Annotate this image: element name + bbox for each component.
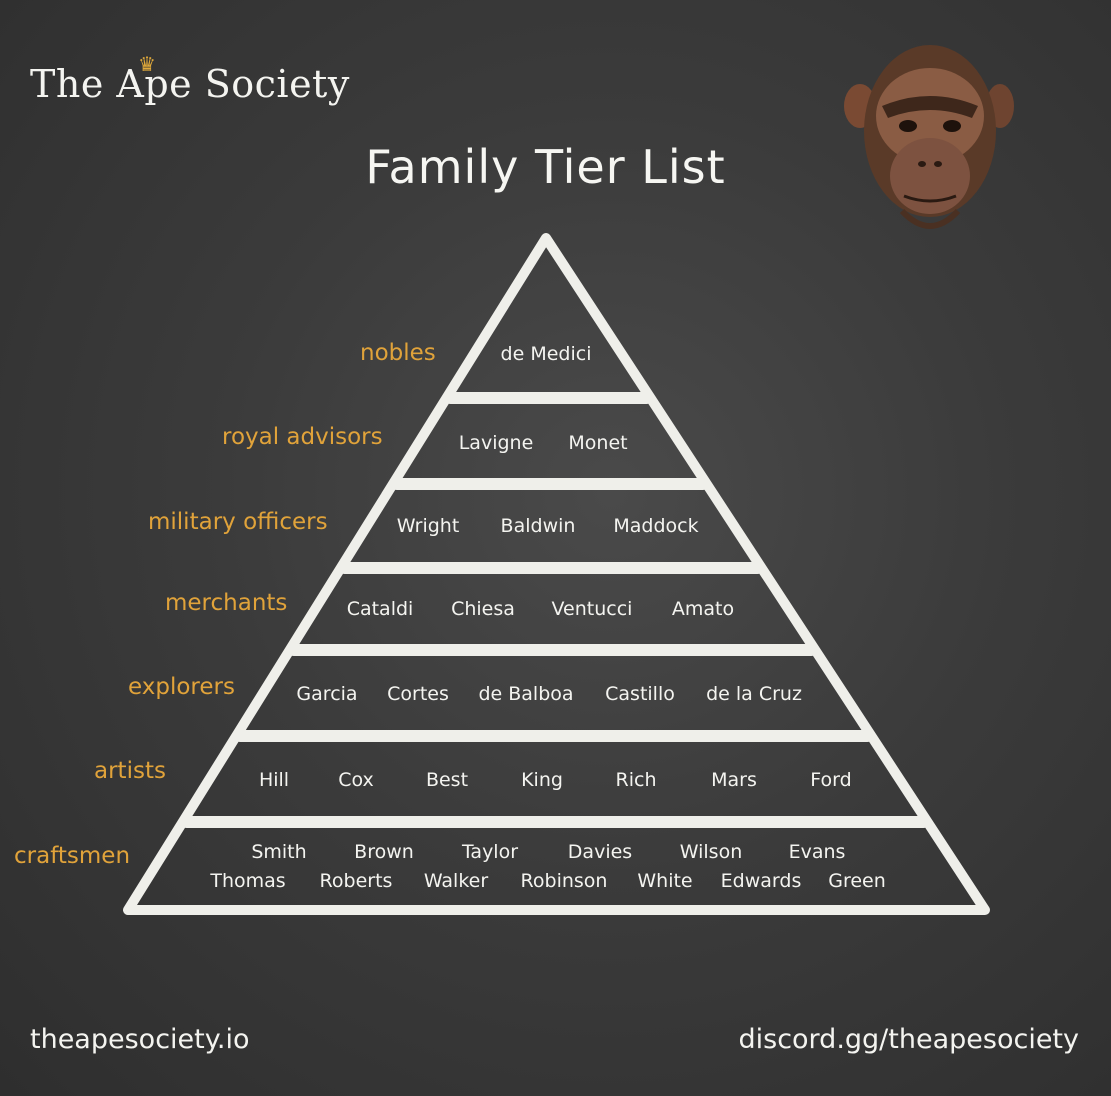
page-title: Family Tier List [365,140,726,194]
family-name: Ford [810,769,852,791]
tier-label: military officers [148,509,328,535]
family-name: de Balboa [478,683,574,705]
tier-dividers [180,392,930,828]
family-name: Thomas [210,870,286,892]
tier-label: explorers [128,674,235,700]
family-name: Davies [567,841,633,863]
family-name: Edwards [720,870,802,892]
family-name: Walker [423,870,489,892]
website-link[interactable]: theapesociety.io [30,1024,250,1055]
family-name: Green [828,870,886,892]
family-name: Castillo [605,683,675,705]
family-name: Amato [671,598,735,620]
tier-label: merchants [165,590,288,616]
family-name: de la Cruz [706,683,802,705]
family-name: Cox [338,769,374,791]
family-name: Ventucci [551,598,633,620]
tier-label: artists [94,758,166,784]
family-name: Chiesa [451,598,515,620]
family-name: Robinson [520,870,608,892]
ape-head-icon [844,45,1014,229]
family-name: Wilson [679,841,743,863]
family-name: Rich [615,769,657,791]
discord-link[interactable]: discord.gg/theapesociety [738,1024,1079,1055]
family-name: Brown [354,841,414,863]
family-name: Maddock [613,515,699,537]
tier-label: craftsmen [14,843,131,869]
family-name: Monet [568,432,628,454]
tier-label: royal advisors [222,424,383,450]
family-name: Best [425,769,469,791]
brand-name: The Ape Society [30,62,350,106]
family-name: Evans [788,841,846,863]
brand-logo: The Ape Society ♛ [30,52,350,106]
family-name: Smith [251,841,307,863]
family-name: White [637,870,693,892]
family-name: Wright [396,515,460,537]
family-name: King [521,769,563,791]
crown-icon: ♛ [138,52,157,76]
pyramid-outline [123,233,990,915]
family-name: Cortes [387,683,449,705]
family-name: Taylor [461,841,519,863]
family-name: de Medici [500,343,592,365]
family-name: Lavigne [458,432,534,454]
family-name: Hill [258,769,290,791]
family-name: Garcia [296,683,358,705]
family-name: Mars [711,769,757,791]
family-name: Baldwin [500,515,576,537]
family-name: Cataldi [346,598,414,620]
tier-label: nobles [360,340,436,366]
family-name: Roberts [319,870,393,892]
